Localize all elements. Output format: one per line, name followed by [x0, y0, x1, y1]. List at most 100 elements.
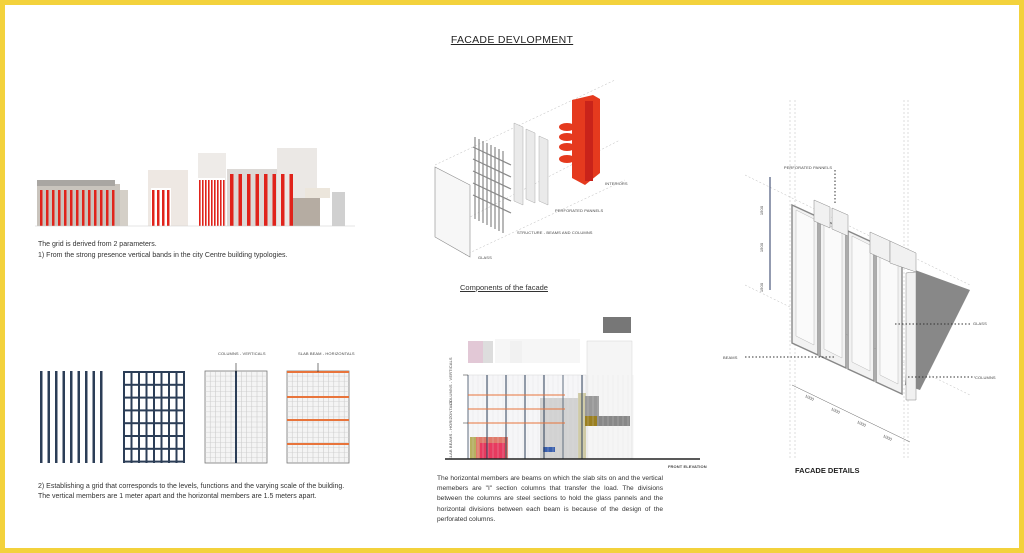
- red-band: [70, 190, 73, 226]
- detail-columns-label: COLUMNS: [975, 375, 996, 380]
- components-title: Components of the facade: [460, 283, 548, 292]
- beam-bar: [123, 396, 185, 399]
- column-bar: [85, 371, 88, 463]
- column-bar: [145, 371, 148, 463]
- intro-text: The grid is derived from 2 parameters.: [38, 241, 157, 248]
- red-band: [112, 190, 115, 226]
- red-band: [82, 190, 85, 226]
- beam-bar: [123, 447, 185, 450]
- beam-bar: [123, 435, 185, 437]
- highlighted-column: [235, 371, 237, 463]
- highlighted-beam: [287, 396, 349, 398]
- column-bar: [40, 371, 43, 463]
- components-description: The horizontal members are beams on whic…: [437, 475, 663, 523]
- red-band: [94, 190, 97, 226]
- structure-beam: [472, 158, 512, 178]
- red-band: [58, 190, 61, 226]
- beam-bar: [123, 371, 185, 373]
- red-band: [167, 190, 170, 226]
- elevation-columns-label: COLUMNS - VERTICALS: [448, 357, 453, 405]
- red-band: [40, 190, 43, 226]
- red-band: [208, 180, 210, 226]
- perforated-pannels-label: PERFORATED PANNELS: [555, 208, 604, 213]
- front-elevation-label: FRONT ELEVATION: [668, 464, 707, 469]
- red-band: [272, 174, 276, 226]
- column-bar: [123, 371, 125, 463]
- glass-label: GLASS: [478, 255, 492, 260]
- height-dim-2: 1500: [759, 242, 765, 253]
- red-band: [220, 180, 222, 226]
- height-dim-3: 1500: [759, 282, 765, 293]
- red-band: [205, 180, 207, 226]
- point2-text: 2) Establishing a grid that corresponds …: [38, 483, 345, 490]
- pane-inner: [795, 209, 815, 346]
- column-bar: [62, 371, 65, 463]
- red-band: [202, 180, 204, 226]
- grid-verticals-diagram: [40, 371, 103, 463]
- facade-details-title: FACADE DETAILS: [795, 466, 860, 475]
- red-band: [199, 180, 201, 226]
- beam-bar: [123, 409, 185, 412]
- red-band: [76, 190, 79, 226]
- red-band: [255, 174, 259, 226]
- structure-beam: [472, 146, 512, 166]
- red-band: [46, 190, 49, 226]
- column-bar: [138, 371, 140, 463]
- column-bar: [168, 371, 170, 463]
- point1-text: 1) From the strong presence vertical ban…: [38, 252, 288, 259]
- red-band: [162, 190, 165, 226]
- grid-columns-diagram: [204, 363, 268, 464]
- height-dim-1: 1500: [759, 205, 765, 216]
- red-band: [289, 174, 293, 226]
- elevation-beams-label: SLAB BEAMS - HORIZONTALS: [448, 400, 453, 460]
- structure-beam: [472, 170, 512, 190]
- column-bar: [100, 371, 103, 463]
- red-band: [264, 174, 268, 226]
- column-bar: [183, 371, 185, 463]
- red-band: [64, 190, 67, 226]
- interiors-label: INTERIORS: [605, 181, 628, 186]
- highlighted-beam: [287, 419, 349, 421]
- detail-perforated-label: PERFORATED PANNELS: [783, 165, 833, 170]
- page-title: FACADE DEVLOPMENT: [450, 34, 574, 46]
- grid-beams-diagram: [286, 363, 350, 464]
- pane-inner: [823, 222, 843, 359]
- beam-bar: [123, 422, 185, 425]
- exploded-facade-axonometric: [434, 79, 626, 258]
- red-band: [88, 190, 91, 226]
- grid-full-diagram: [123, 371, 185, 463]
- columns-verticals-label: COLUMNS - VERTICALS: [218, 351, 266, 356]
- column-bar: [47, 371, 50, 463]
- structure-label: STRUCTURE - BEAMS AND COLUMNS: [517, 230, 593, 235]
- red-band: [238, 174, 242, 226]
- structure-beam: [472, 182, 512, 202]
- red-band: [52, 190, 55, 226]
- red-band: [152, 190, 155, 226]
- red-band: [214, 180, 216, 226]
- column-bar: [55, 371, 58, 463]
- beam-bar: [123, 383, 185, 386]
- column-bar: [70, 371, 73, 463]
- front-elevation-drawing: [445, 317, 700, 460]
- red-band: [106, 190, 109, 226]
- pane-inner: [879, 248, 899, 385]
- red-band: [157, 190, 160, 226]
- structure-beam: [472, 194, 512, 214]
- red-band: [247, 174, 251, 226]
- red-band: [100, 190, 103, 226]
- column-bar: [153, 371, 155, 463]
- column-bar: [77, 371, 80, 463]
- red-band: [211, 180, 213, 226]
- red-band: [230, 174, 234, 226]
- detail-glass-label: GLASS: [973, 321, 987, 326]
- beam-bar: [123, 460, 185, 463]
- red-band: [281, 174, 285, 226]
- presentation-board: FACADE DEVLOPMENT The grid is derived fr…: [5, 5, 1019, 548]
- slab-beam-label: SLAB BEAM - HORIZONTALS: [298, 351, 355, 356]
- column-bar: [92, 371, 95, 463]
- detail-beams-label: BEAMS: [723, 355, 738, 360]
- facade-detail-axonometric: [744, 100, 975, 460]
- column-bar: [175, 371, 178, 463]
- column-bar: [130, 371, 133, 463]
- cityscape-elevation: [35, 148, 355, 227]
